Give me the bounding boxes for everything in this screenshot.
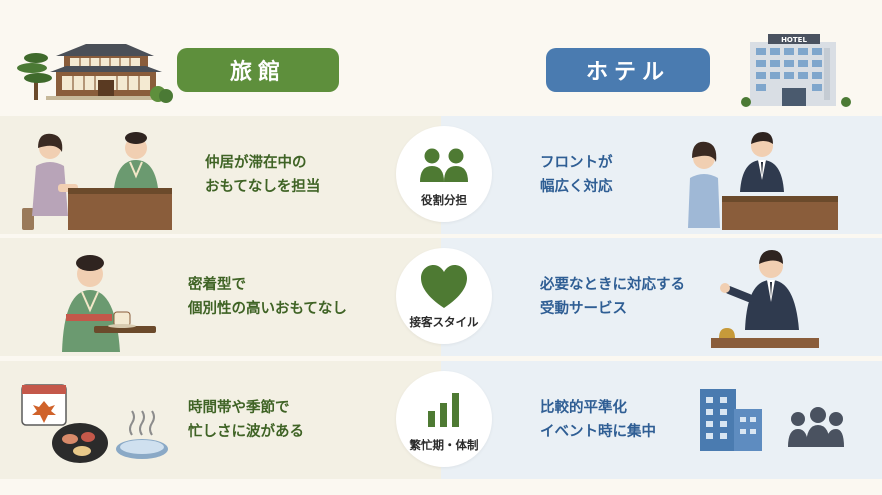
people-pair-icon [420,148,468,182]
hotel-concierge-illustration [711,250,819,348]
category-label-role: 役割分担 [421,193,467,207]
ryokan-season-illustration [21,384,168,463]
bar-chart-icon [428,393,459,427]
heart-icon [421,265,467,308]
hotel-busy-text: 比較的平準化 イベント時に集中 [540,400,656,440]
category-label-busy: 繁忙期・体制 [409,438,479,452]
comparison-row-role: 仲居が滞在中の おもてなしを担当 役割分担 フロントが 幅広く対応 [0,116,882,234]
comparison-row-busy: 時間帯や季節で 忙しさに波がある 繁忙期・体制 比較的平準化 イベント時に集中 [0,361,882,479]
category-badge-role: 役割分担 [396,126,492,222]
ryokan-role-text: 仲居が滞在中の おもてなしを担当 [205,155,321,195]
hotel-building-icon: HOTEL [741,34,851,107]
ryokan-busy-text: 時間帯や季節で 忙しさに波がある [188,400,304,440]
ryokan-service-illustration [62,255,156,352]
category-badge-style: 接客スタイル [396,248,492,344]
hotel-header-label: ホテル [546,48,710,92]
comparison-row-style: 密着型で 個別性の高いおもてなし 接客スタイル 必要なときに対応する 受動サービ… [0,238,882,356]
hotel-crowd-illustration [700,389,844,451]
hotel-style-text: 必要なときに対応する 受動サービス [540,277,685,317]
category-badge-busy: 繁忙期・体制 [396,371,492,467]
ryokan-header-label: 旅館 [177,48,339,92]
hotel-role-text: フロントが 幅広く対応 [540,155,613,195]
category-label-style: 接客スタイル [409,315,479,329]
hotel-sign-text: HOTEL [781,36,807,44]
ryokan-style-text: 密着型で 個別性の高いおもてなし [188,277,347,317]
hotel-front-desk-illustration [688,132,838,230]
ryokan-building-icon [17,44,173,103]
ryokan-staff-illustration [22,132,172,230]
